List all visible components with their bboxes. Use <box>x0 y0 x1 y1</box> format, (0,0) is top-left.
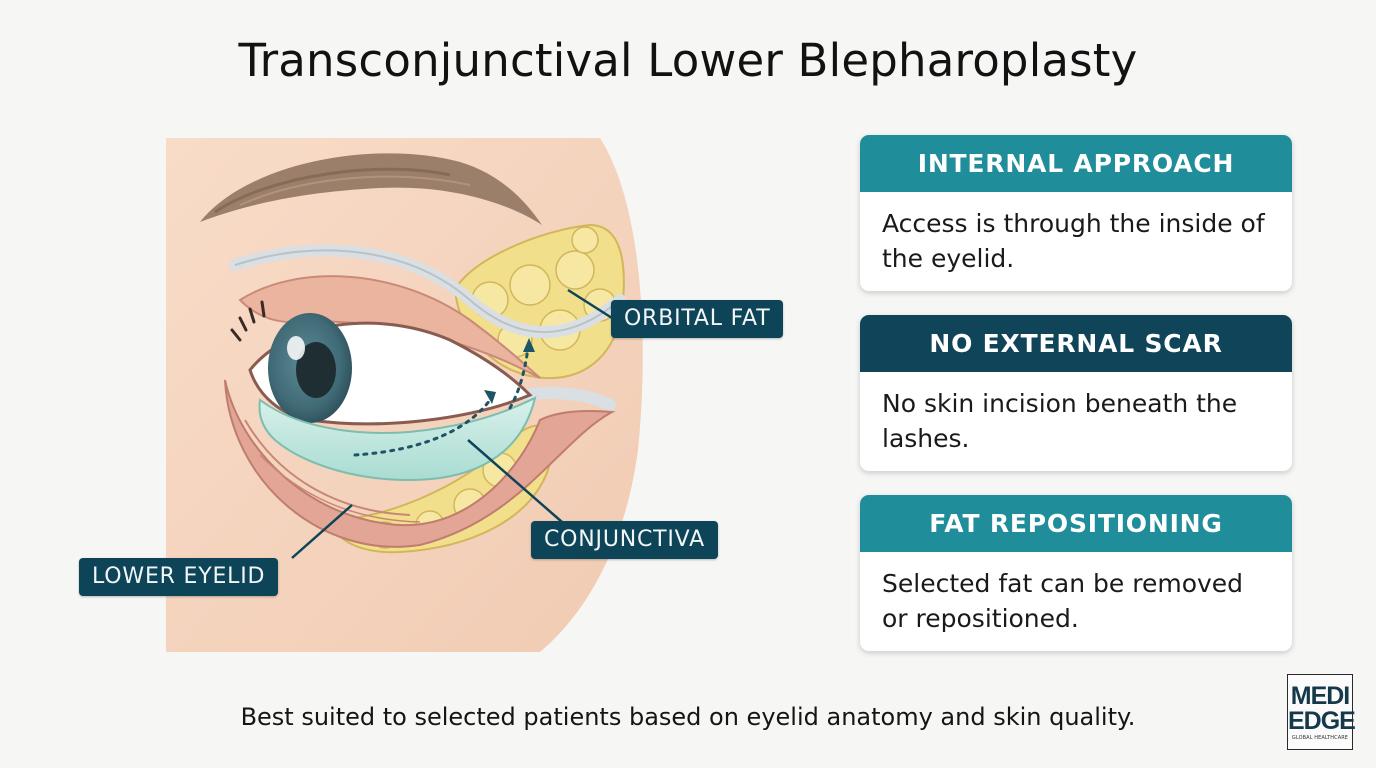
card-heading: FAT REPOSITIONING <box>860 495 1292 552</box>
leader-lower-eyelid <box>291 504 353 559</box>
brand-logo: MEDI EDGE GLOBAL HEALTHCARE <box>1287 674 1356 750</box>
conjunctiva-layer <box>258 396 537 481</box>
label-lower-eyelid: LOWER EYELID <box>79 558 279 596</box>
eye-icon <box>230 300 533 426</box>
leader-conjunctiva <box>467 439 563 523</box>
logo-line2: EDGE <box>1288 707 1356 735</box>
card-body: No skin incision beneath the lashes. <box>882 389 1238 453</box>
card-fat-repositioning: FAT REPOSITIONING Selected fat can be re… <box>860 495 1292 651</box>
page-title: Transconjunctival Lower Blepharoplasty <box>238 34 1138 87</box>
footer-note: Best suited to selected patients based o… <box>240 703 1136 731</box>
card-internal-approach: INTERNAL APPROACH Access is through the … <box>860 135 1292 291</box>
eyebrow-icon <box>200 153 542 225</box>
card-body: Access is through the inside of the eyel… <box>882 209 1265 273</box>
logo-tagline: GLOBAL HEALTHCARE <box>1291 735 1349 741</box>
dotted-arrow-icon <box>353 338 535 457</box>
logo-line1: MEDI <box>1290 682 1351 710</box>
card-heading: INTERNAL APPROACH <box>860 135 1292 192</box>
card-heading: NO EXTERNAL SCAR <box>860 315 1292 372</box>
card-body: Selected fat can be removed or repositio… <box>882 569 1244 633</box>
label-conjunctiva: CONJUNCTIVA <box>531 521 718 559</box>
leader-orbital-fat <box>567 288 613 320</box>
label-orbital-fat: ORBITAL FAT <box>611 300 784 338</box>
lower-septum <box>514 387 616 411</box>
card-no-external-scar: NO EXTERNAL SCAR No skin incision beneat… <box>860 315 1292 471</box>
